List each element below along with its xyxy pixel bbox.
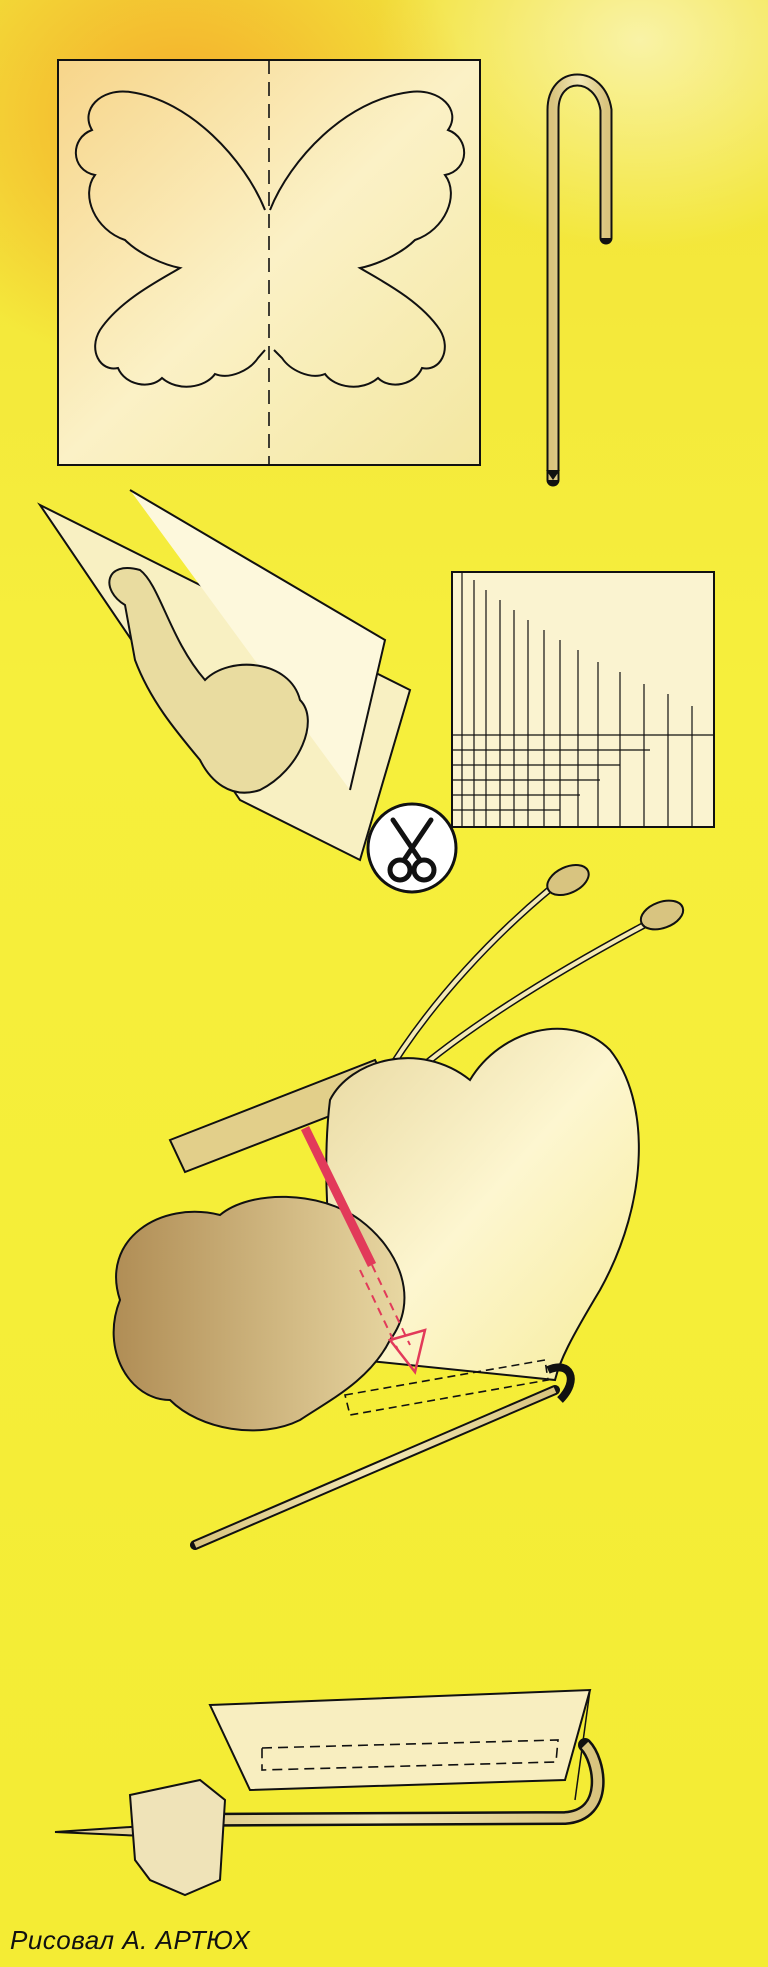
butterfly-template-step: [58, 60, 480, 465]
scissors-icon: [368, 804, 456, 892]
folded-paper-step: [40, 490, 410, 860]
cork: [130, 1780, 225, 1895]
paper-piece: [210, 1690, 590, 1790]
butterfly-wings: [114, 1029, 639, 1545]
cork-stand-step: [55, 1690, 598, 1895]
left-wing: [114, 1197, 405, 1431]
wire-hook: [546, 80, 606, 480]
tissue-square: [452, 572, 714, 827]
artist-credit: Рисовал А. АРТЮХ: [10, 1925, 250, 1956]
